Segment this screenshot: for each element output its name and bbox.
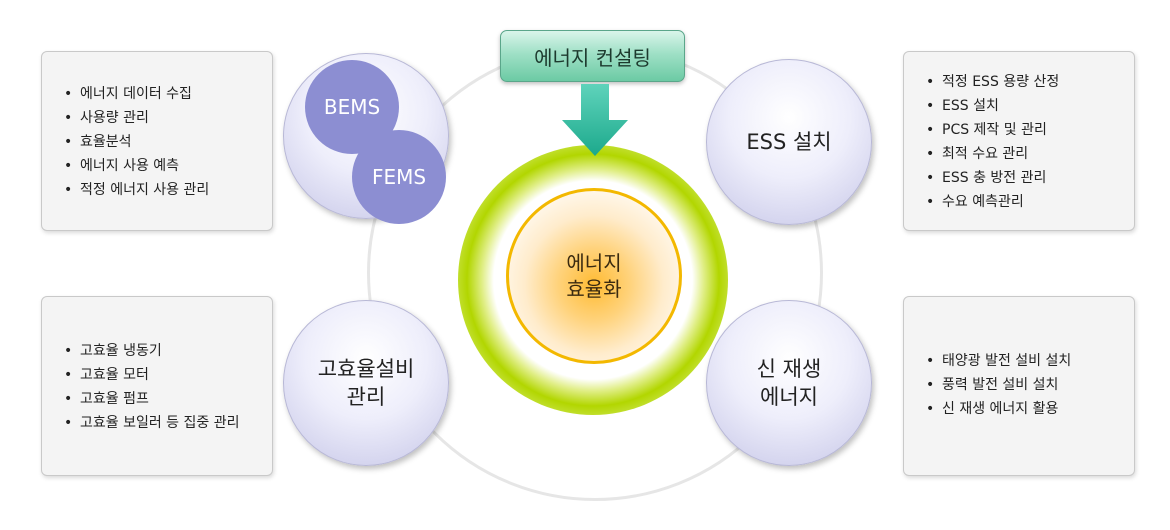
list-item: ESS 설치 — [926, 94, 1059, 118]
equipment-label-line2: 관리 — [346, 385, 386, 409]
renewable-label-line2: 에너지 — [760, 385, 818, 409]
center-circle: 에너지 효율화 — [506, 188, 682, 364]
renewable-list: 태양광 발전 설비 설치 풍력 발전 설비 설치 신 재생 에너지 활용 — [926, 349, 1071, 421]
list-item: 적정 에너지 사용 관리 — [64, 178, 209, 202]
down-arrow-icon — [562, 84, 628, 156]
list-item: 태양광 발전 설비 설치 — [926, 349, 1071, 373]
list-item: 에너지 사용 예측 — [64, 154, 209, 178]
list-item: 고효율 보일러 등 집중 관리 — [64, 411, 239, 435]
renewable-bubble: 신 재생 에너지 — [706, 300, 872, 466]
ess-list: 적정 ESS 용량 산정 ESS 설치 PCS 제작 및 관리 최적 수요 관리… — [926, 70, 1059, 214]
list-item: 고효율 펌프 — [64, 387, 239, 411]
list-item: 고효율 모터 — [64, 363, 239, 387]
equipment-label-line1: 고효율설비 — [317, 357, 415, 381]
energy-consulting-box: 에너지 컨설팅 — [500, 30, 685, 82]
list-item: 수요 예측관리 — [926, 190, 1059, 214]
fems-label: FEMS — [371, 165, 427, 189]
ess-bubble-label: ESS 설치 — [746, 130, 832, 154]
list-item: PCS 제작 및 관리 — [926, 118, 1059, 142]
bems-list-box: 에너지 데이터 수집 사용량 관리 효율분석 에너지 사용 예측 적정 에너지 … — [41, 51, 273, 231]
center-label-line1: 에너지 — [566, 251, 622, 275]
list-item: 효율분석 — [64, 130, 209, 154]
center-label-line2: 효율화 — [566, 277, 622, 301]
renewable-list-box: 태양광 발전 설비 설치 풍력 발전 설비 설치 신 재생 에너지 활용 — [903, 296, 1135, 476]
list-item: 사용량 관리 — [64, 106, 209, 130]
bems-label: BEMS — [323, 95, 381, 119]
energy-consulting-label: 에너지 컨설팅 — [534, 45, 651, 70]
list-item: 최적 수요 관리 — [926, 142, 1059, 166]
list-item: 고효율 냉동기 — [64, 339, 239, 363]
list-item: 신 재생 에너지 활용 — [926, 397, 1071, 421]
fems-circle: FEMS — [352, 130, 446, 224]
equipment-bubble: 고효율설비 관리 — [283, 300, 449, 466]
equipment-list: 고효율 냉동기 고효율 모터 고효율 펌프 고효율 보일러 등 집중 관리 — [64, 339, 239, 435]
bems-list: 에너지 데이터 수집 사용량 관리 효율분석 에너지 사용 예측 적정 에너지 … — [64, 82, 209, 202]
renewable-label-line1: 신 재생 — [756, 357, 822, 381]
list-item: 에너지 데이터 수집 — [64, 82, 209, 106]
list-item: ESS 충 방전 관리 — [926, 166, 1059, 190]
equipment-list-box: 고효율 냉동기 고효율 모터 고효율 펌프 고효율 보일러 등 집중 관리 — [41, 296, 273, 476]
ess-bubble: ESS 설치 — [706, 59, 872, 225]
ess-list-box: 적정 ESS 용량 산정 ESS 설치 PCS 제작 및 관리 최적 수요 관리… — [903, 51, 1135, 231]
list-item: 적정 ESS 용량 산정 — [926, 70, 1059, 94]
list-item: 풍력 발전 설비 설치 — [926, 373, 1071, 397]
